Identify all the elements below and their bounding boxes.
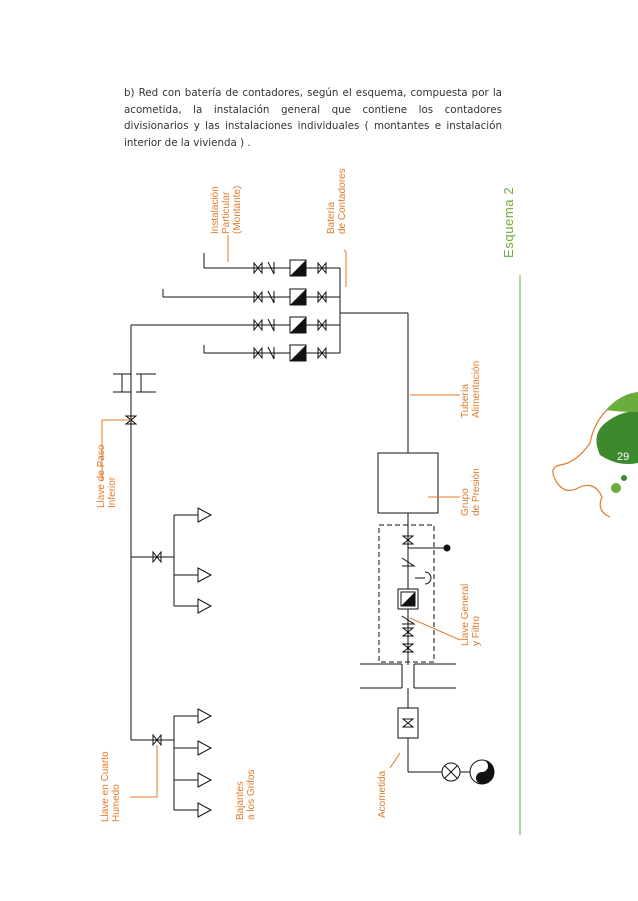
svg-text:Llave en Cuarto: Llave en Cuarto xyxy=(100,751,111,822)
svg-text:(Montante): (Montante) xyxy=(232,186,243,234)
pressure-group xyxy=(360,452,456,773)
svg-text:Bajantes: Bajantes xyxy=(235,781,246,820)
meter-branches xyxy=(131,253,409,453)
page-number: 29 xyxy=(617,451,629,463)
label-llave-cuarto-humedo: Llave en Cuarto Humedo xyxy=(100,751,122,822)
svg-text:Acometida: Acometida xyxy=(377,770,388,818)
leader-lines xyxy=(101,235,461,798)
svg-text:Tubería: Tubería xyxy=(460,383,471,418)
svg-text:de Presión: de Presión xyxy=(471,468,482,516)
intro-paragraph: b) Red con batería de contadores, según … xyxy=(124,87,502,149)
svg-text:Llave de Paso: Llave de Paso xyxy=(96,444,107,508)
label-acometida: Acometida xyxy=(377,770,388,818)
label-llave-general: Llave General y Filtro xyxy=(460,584,482,646)
meter-symbols xyxy=(289,259,307,362)
acometida-valve xyxy=(397,707,419,739)
svg-text:Batería: Batería xyxy=(326,201,337,234)
label-llave-paso-inferior: Llave de Paso Inferior xyxy=(96,444,118,508)
tap-outlets xyxy=(197,507,212,818)
svg-text:Grupo: Grupo xyxy=(460,488,471,516)
svg-text:de Contadores: de Contadores xyxy=(337,168,348,234)
page-badge: 29 xyxy=(552,392,638,518)
filter-symbol xyxy=(397,588,419,610)
svg-text:Instalación: Instalación xyxy=(210,186,221,234)
label-instalacion-particular: Instalación Particular (Montante) xyxy=(210,186,243,234)
branch-fittings xyxy=(253,259,327,362)
svg-text:Inferior: Inferior xyxy=(107,476,118,508)
label-tuberia-alimentacion: Tubería Alimentación xyxy=(460,361,482,418)
svg-text:y Filtro: y Filtro xyxy=(471,616,482,646)
svg-text:Llave General: Llave General xyxy=(460,584,471,646)
svg-text:Humedo: Humedo xyxy=(111,784,122,822)
label-grupo-presion: Grupo de Presión xyxy=(460,468,482,516)
label-bateria-contadores: Batería de Contadores xyxy=(326,168,348,234)
diagram-title: Esquema 2 xyxy=(501,187,516,258)
street-main xyxy=(441,759,495,785)
main-valves xyxy=(397,535,419,739)
label-bajantes-grifos: Bajantes a los Grifos xyxy=(235,769,257,820)
riser-left xyxy=(113,325,198,811)
pressure-gauge xyxy=(443,544,451,552)
svg-text:Particular: Particular xyxy=(221,191,232,234)
svg-text:Alimentación: Alimentación xyxy=(471,361,482,418)
svg-text:a los Grifos: a los Grifos xyxy=(246,769,257,820)
svg-text:Esquema 2: Esquema 2 xyxy=(501,187,516,258)
